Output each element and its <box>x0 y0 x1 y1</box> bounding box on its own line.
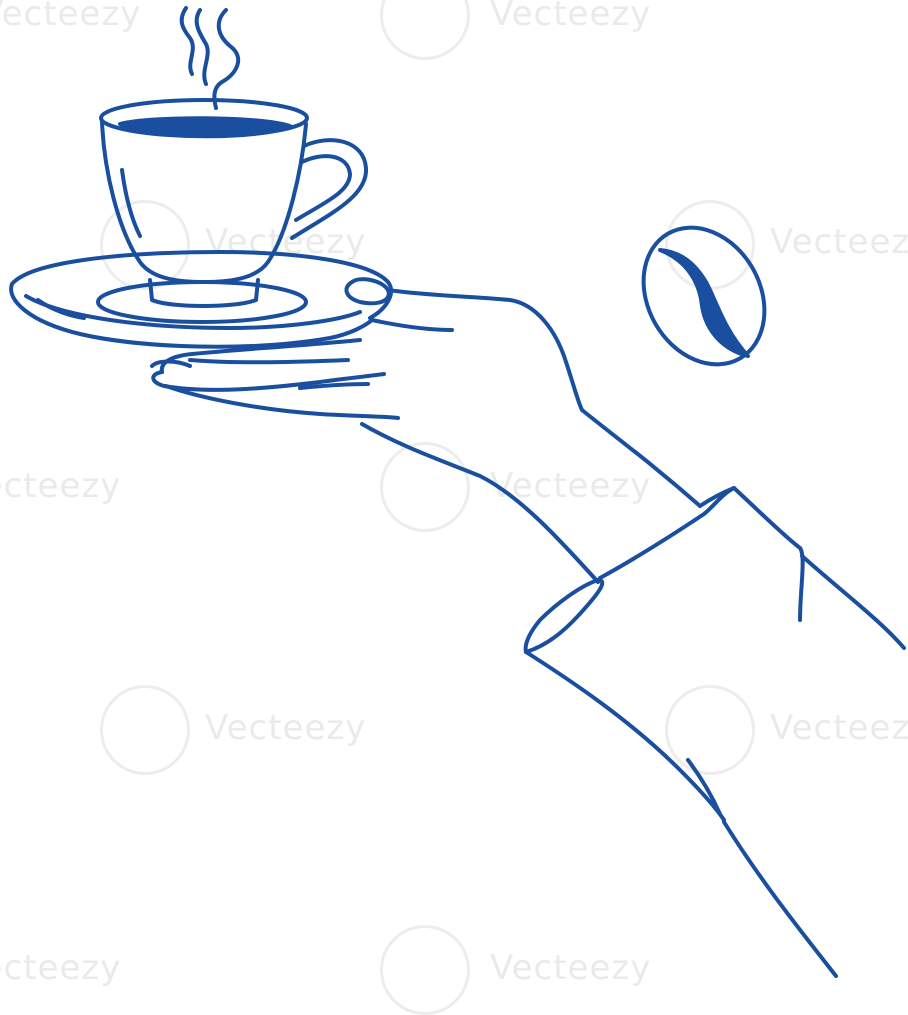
steam-wisp <box>179 6 195 76</box>
sleeve-bottom <box>524 650 726 822</box>
thumb <box>344 277 391 306</box>
hand <box>150 277 702 584</box>
arm-lower <box>722 820 838 978</box>
sleeve-crease <box>686 758 722 816</box>
sleeve-top <box>598 486 805 622</box>
steam <box>179 6 241 110</box>
saucer-well <box>96 280 308 324</box>
coffee-hand-illustration <box>9 6 906 978</box>
sleeve-fold <box>698 486 736 508</box>
sleeve-edge <box>800 554 906 650</box>
cup-foot <box>148 278 260 308</box>
sleeve <box>523 486 906 978</box>
saucer-rim <box>10 250 394 320</box>
steam-wisp <box>194 8 210 86</box>
bean-outline <box>641 225 767 367</box>
wrist-lower <box>360 422 600 584</box>
finger-crease <box>298 382 370 390</box>
ring-finger <box>164 384 400 420</box>
coffee-bean <box>641 225 767 367</box>
fingernail <box>150 359 192 368</box>
saucer <box>9 250 394 349</box>
cup-handle-inner <box>294 154 352 222</box>
cup-body <box>100 120 308 284</box>
palm-edge <box>370 318 454 332</box>
saucer-inner-edge <box>24 294 362 330</box>
cup-handle-outer <box>290 138 369 240</box>
thumb-base <box>386 288 584 412</box>
cup-highlight <box>120 168 142 238</box>
steam-wisp <box>212 8 241 110</box>
coffee-surface <box>118 116 292 139</box>
wrist-upper <box>580 408 702 508</box>
espresso-cup <box>99 98 369 308</box>
sleeve-cuff <box>523 578 605 654</box>
saucer-highlight <box>36 298 86 320</box>
finger-gap <box>188 358 350 365</box>
bean-crease <box>658 248 750 358</box>
saucer-rim-front <box>9 282 374 349</box>
middle-finger <box>151 370 386 392</box>
